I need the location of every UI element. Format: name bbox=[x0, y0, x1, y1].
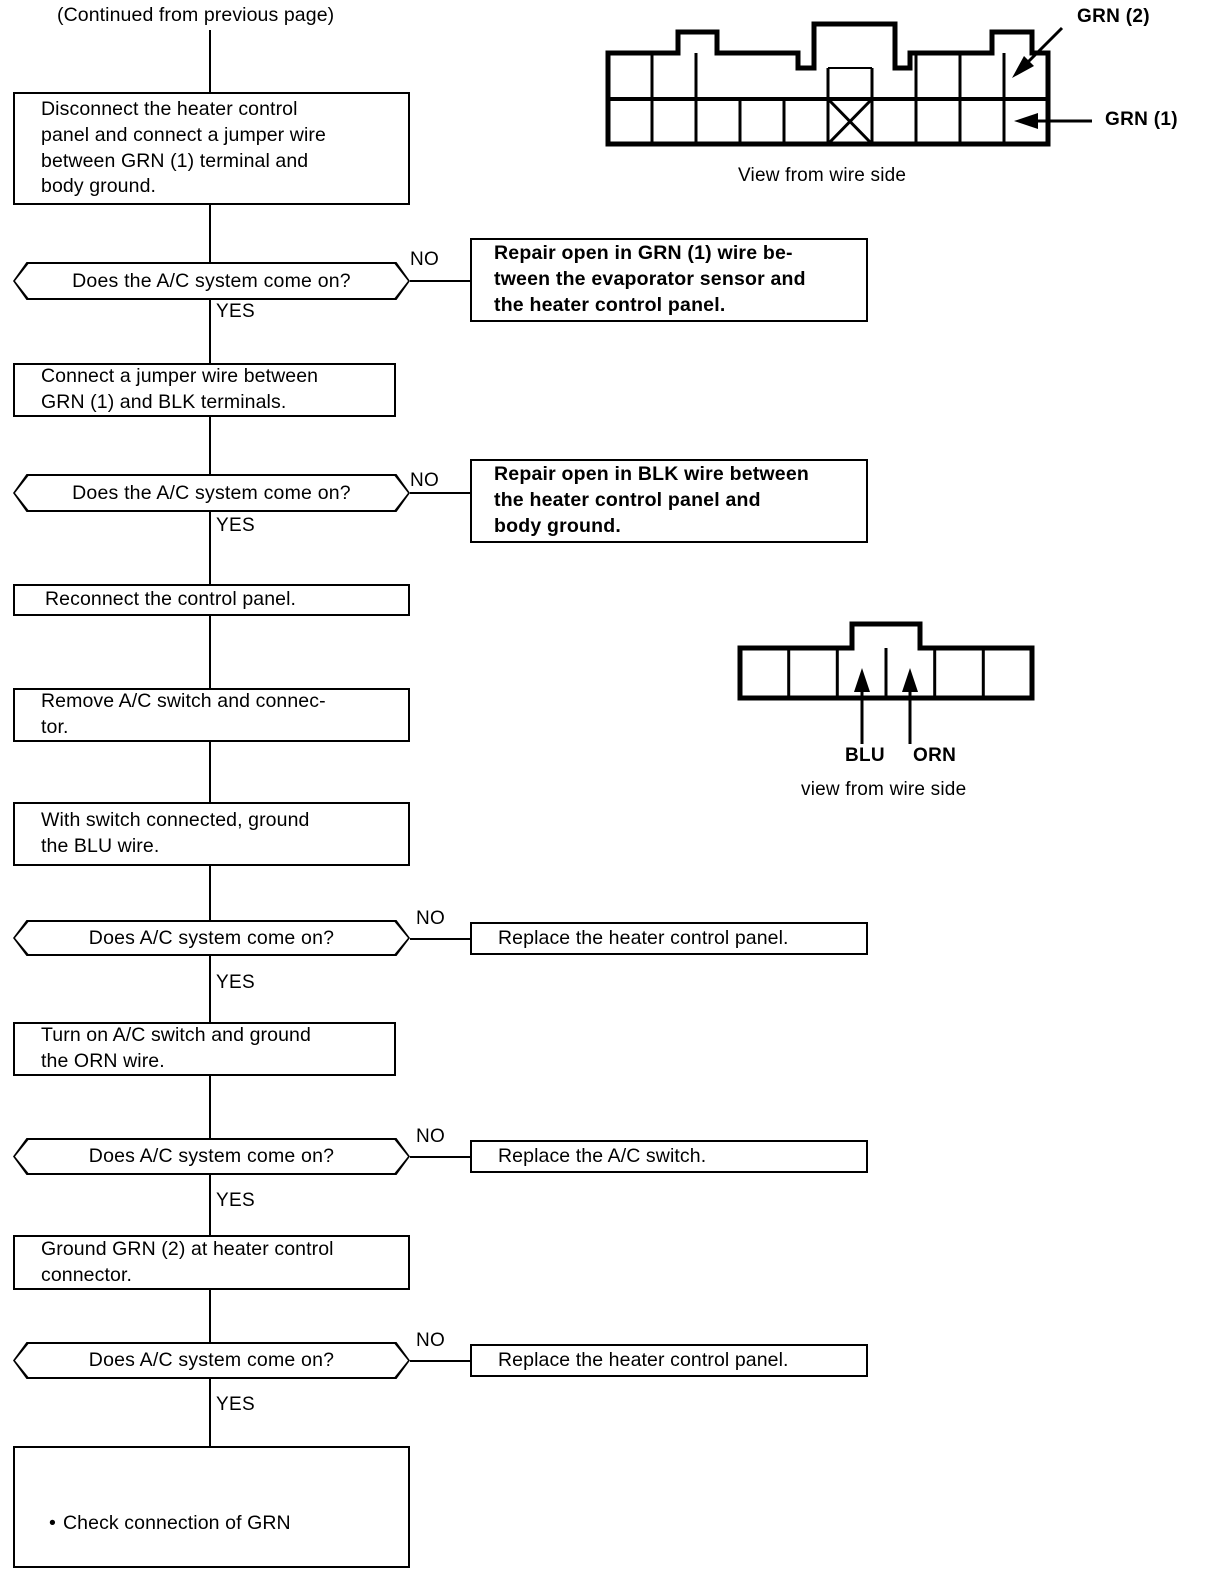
flow-line-step6-dec4 bbox=[209, 1076, 211, 1138]
blu-leader-arrow-icon bbox=[854, 668, 870, 744]
decision-does-ac-come-on-3: Does A/C system come on? bbox=[13, 920, 410, 956]
outcome-box-repair-blk-wire: Repair open in BLK wire between the heat… bbox=[470, 459, 868, 543]
ac-connector-caption: view from wire side bbox=[801, 779, 967, 800]
branch-label-yes-5: YES bbox=[216, 1394, 255, 1415]
final-bullet-1-line-1: • Check connection of GRN bbox=[49, 1486, 398, 1537]
branch-label-no-3: NO bbox=[416, 908, 446, 929]
decision-label: Does the A/C system come on? bbox=[72, 269, 351, 292]
branch-line-no-2 bbox=[410, 492, 471, 494]
branch-label-no-1: NO bbox=[410, 249, 440, 270]
outcome-box-replace-heater-panel-2: Replace the heater control panel. bbox=[470, 1344, 868, 1377]
decision-label: Does A/C system come on? bbox=[88, 1349, 335, 1371]
ac-connector-label-orn: ORN bbox=[913, 745, 957, 766]
branch-line-no-4 bbox=[410, 1156, 470, 1158]
branch-label-no-4: NO bbox=[416, 1126, 446, 1147]
decision-does-ac-come-on-4: Does A/C system come on? bbox=[13, 1138, 410, 1175]
flow-line-step3-step4 bbox=[209, 616, 211, 688]
decision-fill bbox=[15, 1140, 408, 1173]
decision-label: Does A/C system come on? bbox=[88, 926, 335, 949]
decision-label: Does A/C system come on? bbox=[88, 1145, 335, 1167]
step-box-remove-ac-switch: Remove A/C switch and connec- tor. bbox=[13, 688, 410, 742]
branch-label-yes-3: YES bbox=[216, 972, 255, 993]
grn2-leader-arrow-icon bbox=[1012, 26, 1064, 78]
branch-line-no-3 bbox=[410, 938, 470, 940]
continued-from-previous-page-note: (Continued from previous page) bbox=[57, 4, 335, 26]
step-box-reconnect-control-panel: Reconnect the control panel. bbox=[13, 584, 410, 616]
decision-fill bbox=[15, 1344, 408, 1377]
flow-line-dec3-step6 bbox=[209, 956, 211, 1022]
heater-connector-label-grn1: GRN (1) bbox=[1105, 109, 1178, 130]
outcome-box-repair-grn1-wire: Repair open in GRN (1) wire be- tween th… bbox=[470, 238, 868, 322]
flow-line-dec2-step3 bbox=[209, 512, 211, 584]
decision-label: Does the A/C system come on? bbox=[72, 481, 351, 504]
branch-label-no-5: NO bbox=[416, 1330, 446, 1351]
flow-line-dec1-step2 bbox=[209, 299, 211, 363]
final-bullet-1-line-2: wire to blower switch. bbox=[49, 1563, 398, 1588]
branch-label-yes-4: YES bbox=[216, 1190, 255, 1211]
connector-blank-cavity-x-icon bbox=[826, 97, 874, 146]
flow-line-step7-dec5 bbox=[209, 1290, 211, 1342]
heater-connector-label-grn2: GRN (2) bbox=[1077, 6, 1150, 27]
step-box-turn-on-ac-ground-orn: Turn on A/C switch and ground the ORN wi… bbox=[13, 1022, 396, 1076]
decision-does-ac-come-on-1: Does the A/C system come on? bbox=[13, 262, 410, 300]
decision-fill bbox=[15, 264, 408, 298]
step-box-ground-grn2: Ground GRN (2) at heater control connect… bbox=[13, 1235, 410, 1290]
flow-line-step4-step5 bbox=[209, 742, 211, 802]
outcome-box-replace-ac-switch: Replace the A/C switch. bbox=[470, 1140, 868, 1173]
decision-fill bbox=[15, 922, 408, 954]
heater-connector-caption: View from wire side bbox=[738, 165, 907, 186]
flow-line-step1-dec1 bbox=[209, 205, 211, 263]
ac-connector-label-blu: BLU bbox=[845, 745, 885, 766]
flow-line-top bbox=[209, 30, 211, 92]
branch-label-no-2: NO bbox=[410, 470, 440, 491]
branch-line-no-5 bbox=[410, 1360, 470, 1362]
connector-upper-pin-dividers bbox=[650, 53, 1006, 99]
decision-fill bbox=[15, 476, 408, 510]
connector-body-outline bbox=[605, 21, 1051, 147]
ac-connector-pin-dividers bbox=[787, 648, 985, 698]
final-bullet-1-text: Check connection of GRN bbox=[63, 1512, 291, 1535]
ac-switch-connector-diagram bbox=[737, 621, 1035, 744]
branch-label-yes-1: YES bbox=[216, 301, 255, 322]
flow-line-dec5-final bbox=[209, 1378, 211, 1446]
branch-line-no-1 bbox=[410, 280, 471, 282]
step-box-jumper-grn1-blk: Connect a jumper wire between GRN (1) an… bbox=[13, 363, 396, 417]
flow-line-step2-dec2 bbox=[209, 417, 211, 475]
flow-line-step5-dec3 bbox=[209, 866, 211, 920]
flow-line-dec4-step7 bbox=[209, 1175, 211, 1235]
decision-does-ac-come-on-2: Does the A/C system come on? bbox=[13, 474, 410, 512]
connector-lower-pin-dividers bbox=[650, 99, 1006, 144]
final-box-check-blower-switch: •Check connection of GRN wire to blower … bbox=[13, 1446, 410, 1568]
step-box-ground-blu-wire: With switch connected, ground the BLU wi… bbox=[13, 802, 410, 866]
bullet-dot-icon: • bbox=[49, 1512, 56, 1535]
orn-leader-arrow-icon bbox=[902, 668, 918, 744]
decision-does-ac-come-on-5: Does A/C system come on? bbox=[13, 1342, 410, 1379]
grn1-leader-arrow-icon bbox=[1014, 113, 1092, 129]
step-box-disconnect-heater-panel: Disconnect the heater control panel and … bbox=[13, 92, 410, 205]
heater-panel-connector-diagram bbox=[605, 21, 1092, 147]
outcome-box-replace-heater-panel-1: Replace the heater control panel. bbox=[470, 922, 868, 955]
branch-label-yes-2: YES bbox=[216, 515, 255, 536]
